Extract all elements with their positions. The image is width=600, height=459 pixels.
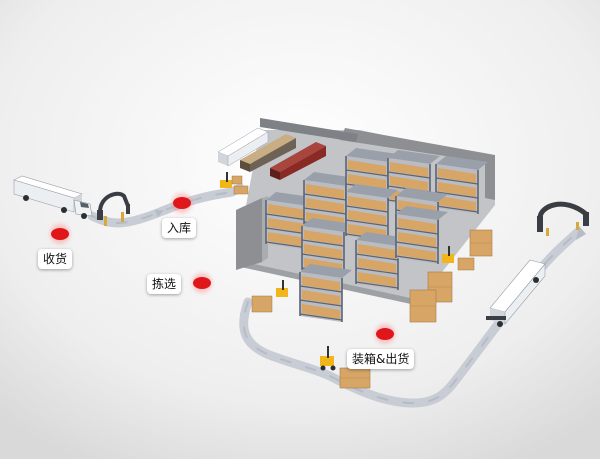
- storage-rack-icon: [299, 264, 352, 322]
- location-marker-icon: [370, 319, 400, 349]
- left-wall: [236, 198, 262, 270]
- forklift-icon: [320, 346, 371, 389]
- storage-rack-icon: [355, 232, 408, 290]
- outbound-truck: [486, 259, 546, 327]
- forklift-icon: [442, 246, 475, 271]
- storage-rack-icon: [345, 184, 398, 242]
- stage-label-putaway: 入库: [162, 218, 197, 238]
- outbound-dock-gate: [537, 201, 589, 236]
- storage-rack-icon: [435, 156, 488, 214]
- storage-rack-area: [265, 148, 488, 322]
- location-marker-icon: [167, 188, 197, 218]
- storage-rack-icon: [265, 192, 318, 250]
- location-marker-icon: [45, 219, 75, 249]
- location-marker-icon: [187, 268, 217, 298]
- stage-label-packing-shipping: 装箱&出货: [347, 349, 415, 369]
- stage-label-picking: 拣选: [147, 274, 182, 294]
- trailer-row: [217, 127, 326, 180]
- dock-gate-icon: [97, 191, 130, 226]
- loading-yard-wall: [260, 118, 358, 142]
- forklift-icon: [220, 172, 249, 195]
- storage-rack-icon: [395, 206, 448, 264]
- delivery-truck-icon: [13, 175, 93, 219]
- forklift-icon: [251, 280, 288, 313]
- pallet-carton-icon: [409, 229, 493, 323]
- stage-label-receiving: 收货: [38, 249, 73, 269]
